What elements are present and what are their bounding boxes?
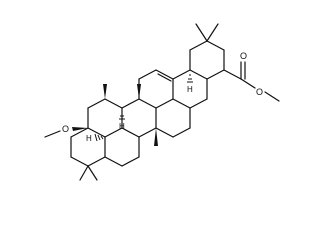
methyl-groups [79, 84, 158, 181]
hydrogen-c9-label: H [119, 122, 125, 131]
ring-a [70, 107, 106, 167]
methoxy-group: O [44, 124, 88, 138]
hydrogen-c5-label: H [86, 134, 92, 143]
ring-e [172, 23, 225, 109]
ether-oxygen-label: O [62, 124, 69, 134]
methyl-ester-group: O O [223, 51, 280, 102]
ring-b [87, 98, 140, 167]
ester-oxygen-label: O [256, 87, 263, 97]
structure-canvas: H H H O O O [44, 23, 280, 181]
ring-d [155, 69, 191, 138]
stereo-hydrogens: H H H [86, 74, 193, 143]
chemical-structure-diagram: H H H O O O [44, 23, 280, 181]
hydrogen-c18-label: H [187, 85, 193, 94]
carbonyl-oxygen-label: O [240, 51, 247, 61]
ring-c [121, 69, 157, 138]
